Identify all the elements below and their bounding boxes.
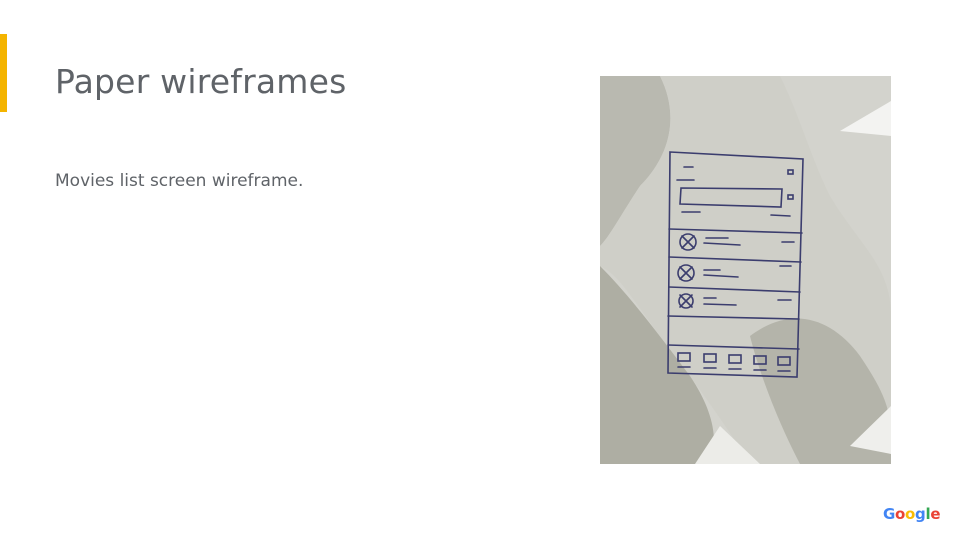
logo-letter: o <box>905 505 916 523</box>
logo-letter: g <box>915 505 926 523</box>
slide-title: Paper wireframes <box>55 62 347 101</box>
logo-letter: e <box>930 505 941 523</box>
google-logo: Google <box>883 505 940 523</box>
wireframe-sketch <box>600 76 891 464</box>
slide-body-text: Movies list screen wireframe. <box>55 171 304 191</box>
logo-letter: l <box>925 505 931 523</box>
accent-bar <box>0 34 7 112</box>
wireframe-photo <box>600 76 891 464</box>
logo-letter: G <box>883 505 896 523</box>
logo-letter: o <box>895 505 906 523</box>
